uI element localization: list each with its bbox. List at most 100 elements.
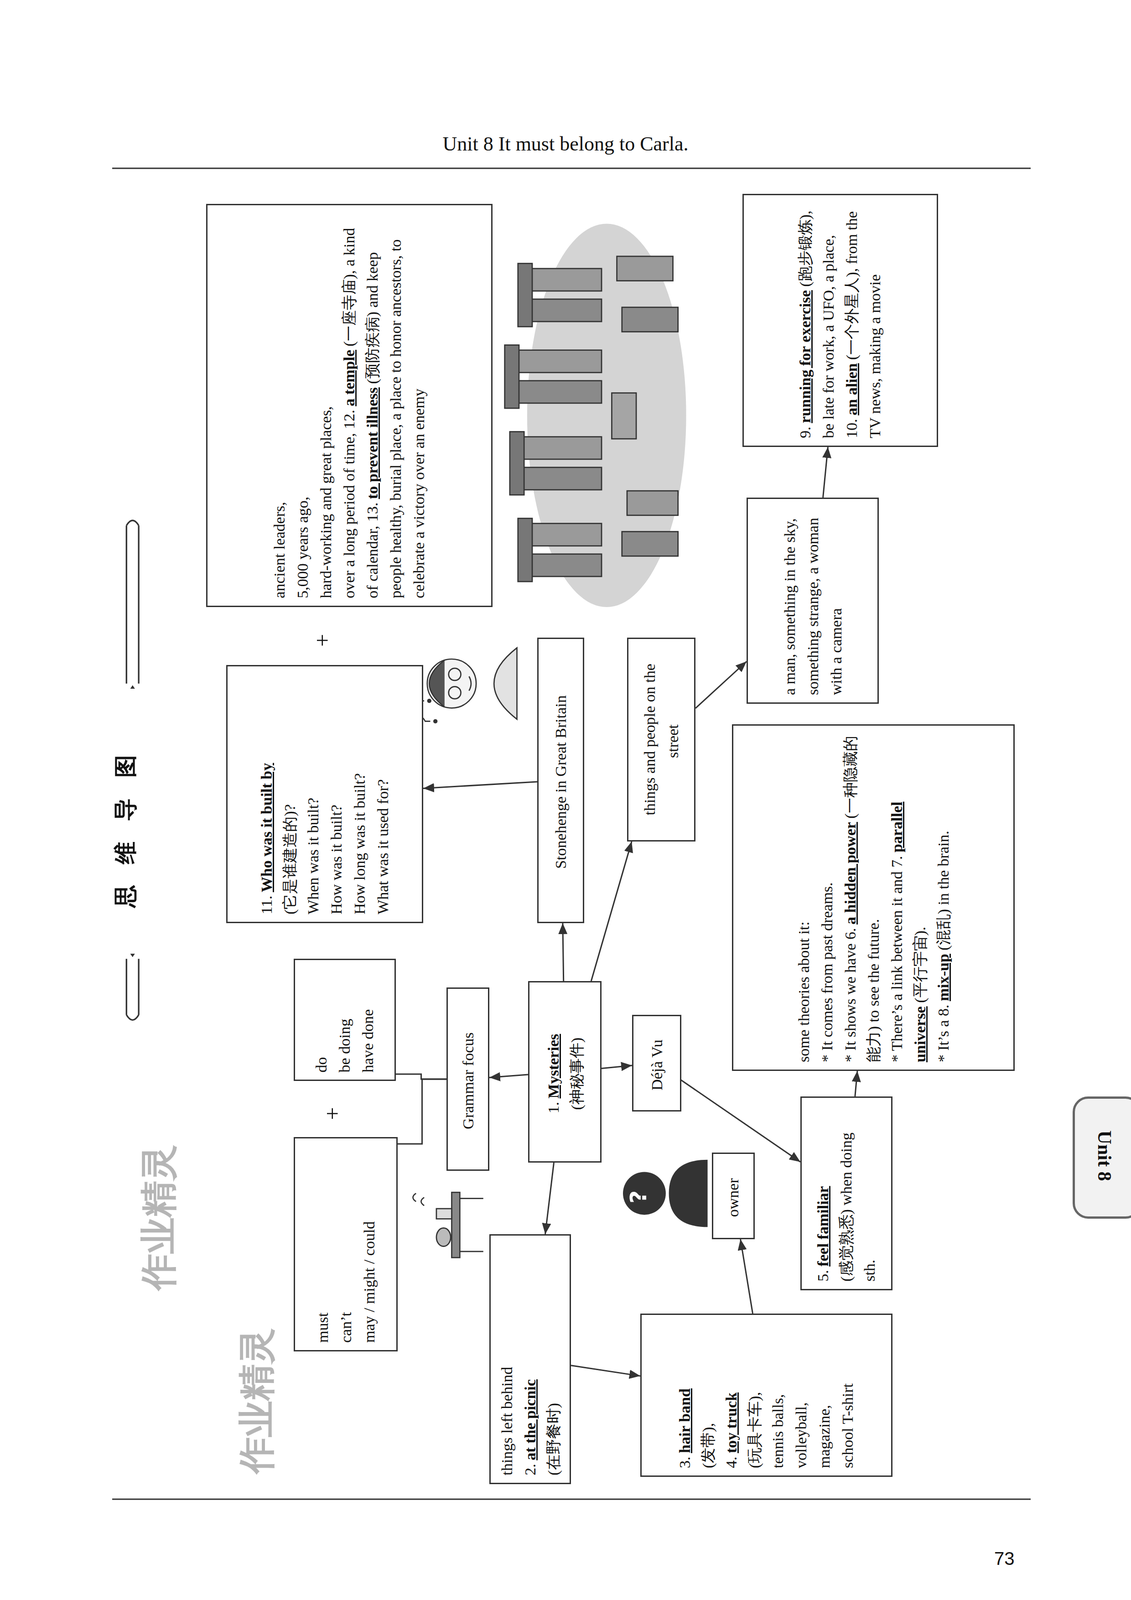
box-text: must xyxy=(314,1312,332,1343)
box-text: 3. xyxy=(676,1456,694,1469)
connector-arrow xyxy=(423,781,538,789)
box-body: 11.Who was it built by(它是谁建造的)?When was … xyxy=(254,673,395,915)
box-body: things left behind 2. at the picnic (在野餐时) xyxy=(495,1242,566,1476)
box-text: (平行宇宙). xyxy=(911,926,929,1003)
box-body: 3.hair band(发带),4.toy truck(玩具卡车),tennis… xyxy=(673,1322,860,1469)
mind-map-box: things left behind 2. at the picnic (在野餐时) xyxy=(489,1234,571,1484)
box-text: ancient leaders, xyxy=(270,501,288,598)
watermark: 作业精灵 xyxy=(232,1327,282,1474)
question-mark: ? xyxy=(625,1190,652,1204)
box-text: volleyball, xyxy=(792,1402,810,1469)
connector-arrow xyxy=(395,1073,447,1080)
box-text: 4. xyxy=(722,1456,740,1469)
box-body: Grammar focus xyxy=(456,996,480,1163)
connector-arrow xyxy=(397,1079,447,1144)
mind-map-box: Déjà Vu xyxy=(632,1014,681,1112)
connector-arrow xyxy=(570,1365,641,1376)
mind-map-frame: 1.Mysteries(神秘事件) Grammar focus must can’t m… xyxy=(112,178,1030,1495)
box-text: How long was it built? xyxy=(351,773,369,915)
box-text: (感觉熟悉) when doing sth. xyxy=(837,1132,878,1282)
running-head: Unit 8 It must belong to Carla. xyxy=(0,132,1131,156)
box-text: a temple xyxy=(340,349,358,407)
box-text: 2. xyxy=(521,1463,539,1476)
connector-arrow xyxy=(855,1070,858,1097)
box-text: (它是谁建造的)? xyxy=(281,804,299,915)
mind-map-box: mustcan’tmay / might / could xyxy=(293,1136,398,1352)
picnic-picture xyxy=(412,1192,483,1258)
box-text: running for exercise xyxy=(796,290,814,424)
box-text: tennis balls, xyxy=(769,1394,787,1469)
box-body: do be doing have done xyxy=(309,967,380,1073)
connector-arrow xyxy=(740,1239,753,1314)
mind-map-box: ancient leaders, 5,000 years ago, hard-wor… xyxy=(206,203,493,607)
box-text: to prevent illness xyxy=(363,387,381,499)
box-body: 1.Mysteries(神秘事件) xyxy=(541,989,589,1154)
mind-map-box: do be doing have done xyxy=(293,958,396,1081)
box-text: * There’s a link between it and 7. xyxy=(888,855,906,1063)
box-text: * It comes from past dreams. xyxy=(818,881,836,1063)
box-text: 11. xyxy=(258,895,275,915)
box-text: hard-working and great places, xyxy=(317,406,335,599)
box-text: 5. xyxy=(814,1269,832,1282)
box-text: How was it built? xyxy=(327,804,345,915)
box-text: 5,000 years ago, xyxy=(294,496,312,599)
box-text: magazine, xyxy=(815,1404,833,1469)
box-text: 9. xyxy=(796,426,814,439)
box-text: be doing xyxy=(336,1018,353,1073)
box-text: feel familiar xyxy=(814,1185,832,1267)
unit-tab-label: Unit 8 xyxy=(1045,1098,1131,1213)
box-body: some theories about it: * It comes from p… xyxy=(792,732,955,1063)
box-body: things and people on the street xyxy=(638,646,685,833)
watermark: 作业精灵 xyxy=(134,1144,184,1291)
box-text: have done xyxy=(359,1009,377,1073)
mind-map-box: 1.Mysteries(神秘事件) xyxy=(528,980,602,1163)
box-text: things and people on the street xyxy=(641,663,682,815)
box-text: mix-up xyxy=(934,953,952,1002)
box-text: (神秘事件) xyxy=(568,1037,586,1111)
box-text: * It’s a 8. xyxy=(934,1004,952,1063)
footer-rule xyxy=(112,1498,1031,1500)
box-text: Stonehenge in Great Britain xyxy=(552,695,570,869)
connector-arrow xyxy=(545,1162,555,1235)
connector-arrow xyxy=(562,923,564,981)
box-text: toy truck xyxy=(722,1392,740,1453)
map-title: 思维导图 xyxy=(113,688,139,954)
page-number: 73 xyxy=(994,1548,1015,1569)
box-body: Déjà Vu xyxy=(645,1023,669,1103)
stonehenge-picture xyxy=(504,223,687,608)
mind-map-box: owner xyxy=(711,1152,755,1240)
mind-map-box: some theories about it: * It comes from p… xyxy=(731,724,1015,1071)
plus-sign: + xyxy=(309,633,336,647)
box-body: 5. feel familiar (感觉熟悉) when doing sth. xyxy=(811,1105,882,1282)
box-text: school T-shirt xyxy=(839,1383,857,1469)
box-text: things left behind xyxy=(498,1366,516,1476)
box-text: do xyxy=(312,1056,330,1073)
plus-sign: + xyxy=(319,1106,346,1120)
box-text: a hidden power xyxy=(841,821,859,925)
box-text: 1. xyxy=(544,1101,562,1114)
box-text: hair band xyxy=(676,1388,694,1453)
mind-map-box: a man, something in the sky, something s… xyxy=(746,497,880,704)
box-text: (在野餐时) xyxy=(544,1402,562,1476)
mind-map-box: Stonehenge in Great Britain xyxy=(537,637,585,924)
box-body: 9.running for exercise(跑步锻炼), be late fo… xyxy=(793,202,887,439)
box-body: ancient leaders, 5,000 years ago, hard-wor… xyxy=(267,212,431,598)
mind-map-box: 9.running for exercise(跑步锻炼), be late fo… xyxy=(742,193,939,447)
mind-map-box: 3.hair band(发带),4.toy truck(玩具卡车),tennis… xyxy=(640,1313,893,1477)
box-text: a man, something in the sky, something s… xyxy=(781,517,845,696)
mind-map-box: things and people on the street xyxy=(627,637,696,842)
box-text: When was it built? xyxy=(304,797,322,915)
mind-map-box: Grammar focus xyxy=(446,987,490,1171)
owner-silhouette xyxy=(622,1159,708,1228)
box-text: (混乱) in the brain. xyxy=(934,830,952,951)
mind-map-box: 11.Who was it built by(它是谁建造的)?When was … xyxy=(226,664,424,924)
box-text: * It shows we have 6. xyxy=(841,927,859,1063)
connector-arrow xyxy=(489,1074,529,1078)
box-text: owner xyxy=(724,1177,742,1217)
box-text: at the picnic xyxy=(521,1379,539,1461)
mind-map-box: 5. feel familiar (感觉熟悉) when doing sth. xyxy=(800,1096,893,1291)
box-text: can’t xyxy=(337,1312,355,1343)
box-text: some theories about it: xyxy=(795,921,813,1063)
connector-arrow xyxy=(695,661,747,709)
connector-arrow xyxy=(680,1079,801,1163)
